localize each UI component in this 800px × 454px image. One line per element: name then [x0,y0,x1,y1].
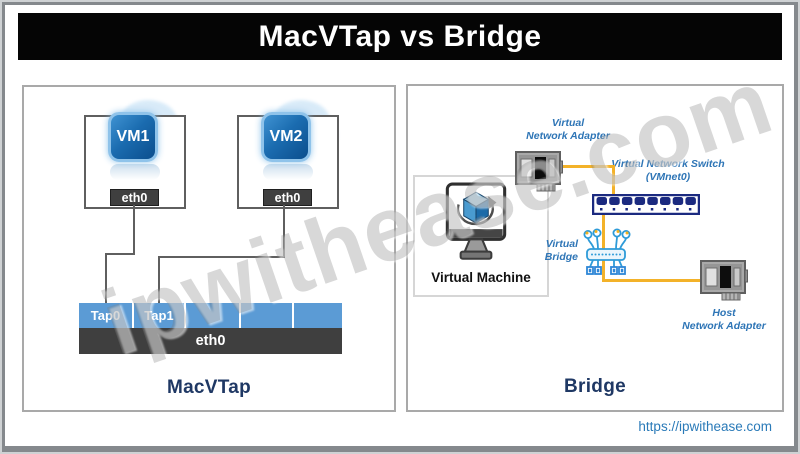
tap-cell: Tap0 [79,303,132,328]
tap-cell: Tap1 [132,303,184,328]
vm2-wire-segment [283,205,285,258]
vm1-name: VM1 [116,128,150,145]
host-network-adapter-icon [700,260,748,301]
vm1-icon: VM1 [108,112,158,162]
vm2-iface-label: eth0 [274,190,301,205]
virtual-bridge-icon [583,228,631,275]
cable-adapter-to-switch [612,165,615,196]
vm2-reflection [263,164,313,180]
host-eth0-bar: eth0 [79,328,342,354]
vm2-eth0-chip: eth0 [263,189,312,206]
vm1-reflection [110,164,160,180]
tap-cell [239,303,292,328]
vm2-wire-segment [158,256,285,258]
host-adapter-label: Host Network Adapter [682,307,766,332]
bridge-panel: Virtual Machine Virtual Network Adapter … [406,84,784,412]
title-bar: MacVTap vs Bridge [18,13,782,60]
bridge-caption: Bridge [564,376,626,397]
virtual-machine-monitor-icon [445,182,507,260]
tap-cell [184,303,239,328]
vm1-eth0-chip: eth0 [110,189,159,206]
vm1-wire-segment [105,253,107,304]
page-title: MacVTap vs Bridge [258,19,542,53]
virtual-network-adapter-icon [515,151,563,192]
virtual-network-switch-icon [592,194,700,215]
vm2-wire-segment [158,256,160,304]
vm1-wire-segment [105,253,135,255]
cable-switch-to-host [602,279,701,282]
tap1-label: Tap1 [144,308,174,323]
tap-interface-bar: Tap0 Tap1 [79,303,342,328]
macvtap-caption: MacVTap [166,377,252,398]
vm2-icon: VM2 [261,112,311,162]
virtual-adapter-label: Virtual Network Adapter [526,117,610,142]
vm1-wire-segment [133,205,135,255]
host-eth0-label: eth0 [195,333,226,349]
cable-adapter-to-switch [559,165,615,168]
site-url-link[interactable]: https://ipwithease.com [638,419,772,434]
virtual-switch-label: Virtual Network Switch (VMnet0) [611,158,725,183]
virtual-machine-label: Virtual Machine [431,270,531,285]
vm2-name: VM2 [269,128,303,145]
macvtap-panel: VM1 VM2 eth0 eth0 Tap0 Tap1 eth0 MacVTap [22,85,396,412]
vm1-iface-label: eth0 [121,190,148,205]
virtual-bridge-label: Virtual Bridge [544,238,578,263]
tap0-label: Tap0 [90,308,121,323]
tap-cell [292,303,342,328]
